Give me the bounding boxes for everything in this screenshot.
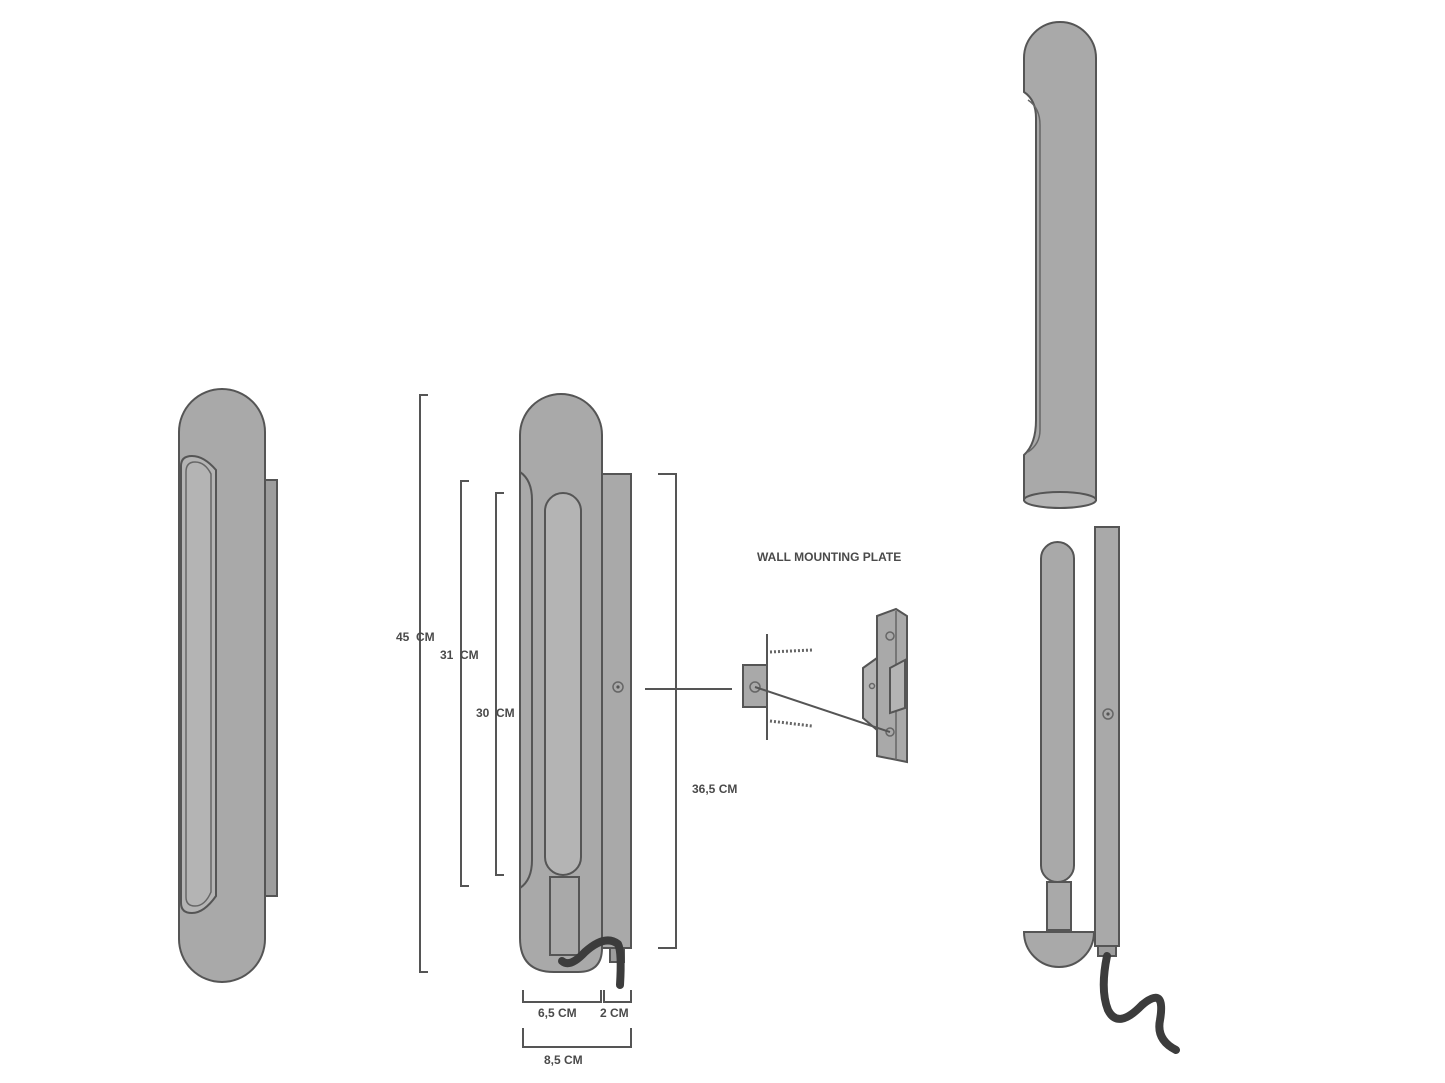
side-view bbox=[519, 393, 632, 989]
dimension-lines bbox=[419, 394, 732, 1048]
dim-inner-height-bracket bbox=[495, 492, 504, 876]
side-view-diffuser bbox=[544, 492, 582, 876]
front-view-diffuser bbox=[180, 454, 217, 915]
label-plate-height: 36,5 CM bbox=[692, 782, 737, 796]
exploded-driver-neck bbox=[1046, 881, 1072, 931]
label-total-width: 8,5 CM bbox=[544, 1053, 583, 1067]
side-view-wall-plate bbox=[601, 473, 632, 949]
label-inner-height: 30 CM bbox=[476, 706, 515, 720]
exploded-shell bbox=[1023, 21, 1097, 501]
side-view-screw-center bbox=[616, 685, 620, 689]
side-view-driver-box bbox=[549, 876, 580, 956]
side-view-screw-icon bbox=[612, 681, 624, 693]
exploded-wall-plate bbox=[1094, 526, 1120, 947]
exploded-cable bbox=[1099, 952, 1180, 1054]
side-view-notch bbox=[519, 471, 533, 889]
label-outer-height: 31 CM bbox=[440, 648, 479, 662]
mount-screw-bottom-icon bbox=[769, 719, 813, 728]
mount-plate-hole-bottom bbox=[885, 727, 895, 737]
dim-total-width-bracket bbox=[522, 1028, 632, 1048]
exploded-diffuser bbox=[1040, 541, 1075, 883]
mount-bracket-hole bbox=[749, 681, 761, 693]
label-overall-height: 45 CM bbox=[396, 630, 435, 644]
mount-plate-tab-left bbox=[862, 656, 878, 733]
mount-plate-hole-top bbox=[885, 631, 895, 641]
mount-bracket-block bbox=[742, 664, 768, 708]
dim-plate-width-bracket bbox=[603, 990, 632, 1003]
mount-screw-top-icon bbox=[769, 648, 813, 654]
exploded-screw-icon bbox=[1102, 708, 1114, 720]
exploded-shell-opening bbox=[1023, 491, 1097, 509]
label-wall-mounting-plate: WALL MOUNTING PLATE bbox=[757, 550, 901, 564]
exploded-screw-center bbox=[1106, 712, 1110, 716]
front-view-diffuser-inner bbox=[185, 461, 212, 907]
exploded-shell-groove bbox=[1027, 99, 1041, 453]
mount-plate-tab-hole bbox=[868, 682, 876, 690]
dim-body-width-bracket bbox=[522, 990, 602, 1003]
label-body-width: 6,5 CM bbox=[538, 1006, 577, 1020]
dim-overall-height-bracket bbox=[419, 394, 428, 973]
label-plate-width: 2 CM bbox=[600, 1006, 629, 1020]
dim-plate-height-bracket bbox=[658, 473, 677, 949]
exploded-view bbox=[1022, 21, 1180, 1054]
front-view bbox=[178, 388, 278, 983]
wall-mounting-plate-detail bbox=[742, 607, 908, 764]
dimension-labels: 45 CM 31 CM 30 CM 36,5 CM 6,5 CM 2 CM 8,… bbox=[396, 550, 901, 1067]
exploded-base-dome bbox=[1022, 931, 1096, 968]
side-view-cable bbox=[558, 936, 625, 989]
mount-alignment-line bbox=[754, 686, 891, 733]
dim-outer-height-bracket bbox=[460, 480, 469, 887]
mount-plate-tab-right bbox=[889, 658, 906, 715]
